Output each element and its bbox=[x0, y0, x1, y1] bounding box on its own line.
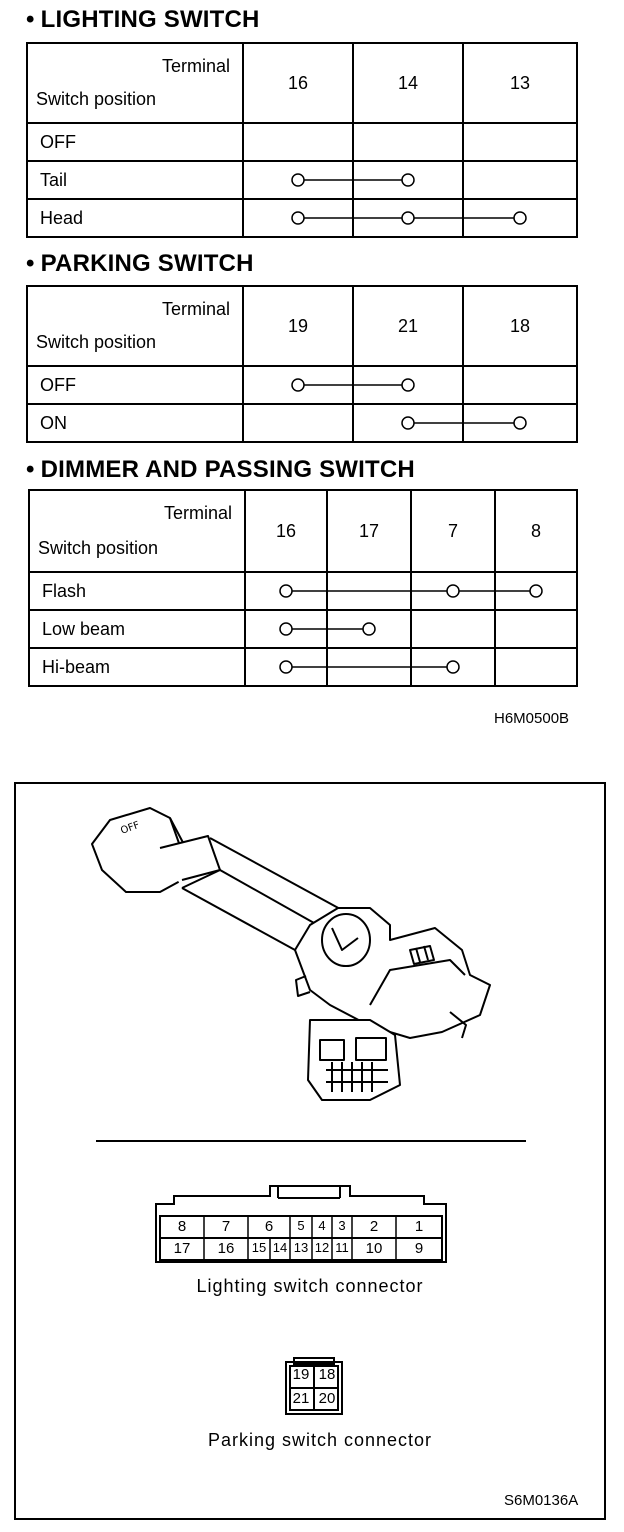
table-row: ON bbox=[26, 403, 578, 443]
connector-pin: 4 bbox=[318, 1218, 326, 1233]
table-row: Flash bbox=[28, 571, 578, 611]
lighting-switch-connector bbox=[155, 1185, 447, 1263]
connector-pin: 10 bbox=[365, 1240, 383, 1257]
table-row: Tail bbox=[26, 160, 578, 200]
lighting-connector-label: Lighting switch connector bbox=[196, 1276, 424, 1296]
dimmer-switch-heading: •DIMMER AND PASSING SWITCH bbox=[26, 456, 415, 483]
lighting-switch-table: Terminal Switch position 16 14 13 OFF Ta… bbox=[26, 42, 578, 238]
terminal-header: 21 bbox=[352, 285, 464, 367]
connector-pin: 1 bbox=[414, 1218, 424, 1235]
connector-pin: 13 bbox=[293, 1240, 309, 1255]
switch-position: OFF bbox=[26, 122, 244, 162]
switch-position: Flash bbox=[28, 571, 246, 611]
table-row: Head bbox=[26, 198, 578, 238]
switch-position: Low beam bbox=[28, 609, 246, 649]
connector-pin: 2 bbox=[369, 1218, 379, 1235]
switch-position: OFF bbox=[26, 365, 244, 405]
parking-switch-heading: •PARKING SWITCH bbox=[26, 250, 254, 277]
connector-pin: 15 bbox=[251, 1240, 267, 1255]
table-header-cell: Terminal Switch position bbox=[28, 489, 246, 573]
switch-position: ON bbox=[26, 403, 244, 443]
switch-position: Head bbox=[26, 198, 244, 238]
terminal-label: Terminal bbox=[163, 503, 232, 523]
switch-position: Hi-beam bbox=[28, 647, 246, 687]
bullet-icon: • bbox=[26, 6, 35, 33]
table-header-cell: Terminal Switch position bbox=[26, 42, 244, 124]
connector-pin: 11 bbox=[335, 1240, 349, 1255]
terminal-header: 7 bbox=[410, 489, 496, 573]
connector-pin: 9 bbox=[414, 1240, 424, 1257]
figure-code: S6M0136A bbox=[504, 1492, 579, 1509]
switch-position-label: Switch position bbox=[36, 332, 157, 352]
connector-pin: 20 bbox=[318, 1390, 336, 1407]
connector-pin: 19 bbox=[292, 1366, 310, 1383]
bullet-icon: • bbox=[26, 456, 35, 483]
combination-switch-illustration: OFF bbox=[91, 807, 491, 1101]
connector-figure-box bbox=[14, 782, 606, 1520]
figure-code: H6M0500B bbox=[494, 710, 570, 727]
connector-pin: 21 bbox=[292, 1390, 310, 1407]
switch-position-label: Switch position bbox=[38, 538, 159, 558]
connector-pin: 17 bbox=[173, 1240, 191, 1257]
terminal-header: 13 bbox=[462, 42, 578, 124]
bullet-icon: • bbox=[26, 250, 35, 277]
connector-pin: 7 bbox=[221, 1218, 231, 1235]
terminal-label: Terminal bbox=[161, 56, 230, 76]
table-row: Hi-beam bbox=[28, 647, 578, 687]
terminal-label: Terminal bbox=[161, 299, 230, 319]
terminal-header: 16 bbox=[242, 42, 354, 124]
switch-position: Tail bbox=[26, 160, 244, 200]
parking-switch-connector bbox=[285, 1357, 343, 1415]
connector-pin: 14 bbox=[272, 1240, 288, 1255]
connector-pin: 3 bbox=[338, 1218, 346, 1233]
table-row: Low beam bbox=[28, 609, 578, 649]
dimmer-switch-table: Terminal Switch position 16 17 7 8 Flash… bbox=[28, 489, 578, 687]
connector-pin: 5 bbox=[297, 1218, 305, 1233]
terminal-header: 19 bbox=[242, 285, 354, 367]
terminal-header: 18 bbox=[462, 285, 578, 367]
connector-pin: 12 bbox=[314, 1240, 330, 1255]
table-row: OFF bbox=[26, 365, 578, 405]
connector-pin: 18 bbox=[318, 1366, 336, 1383]
divider bbox=[96, 1140, 526, 1142]
connector-pin: 16 bbox=[217, 1240, 235, 1257]
terminal-header: 17 bbox=[326, 489, 412, 573]
table-row: OFF bbox=[26, 122, 578, 162]
table-header-cell: Terminal Switch position bbox=[26, 285, 244, 367]
connector-pin: 8 bbox=[177, 1218, 187, 1235]
lighting-switch-heading: •LIGHTING SWITCH bbox=[26, 6, 260, 33]
terminal-header: 16 bbox=[244, 489, 328, 573]
switch-position-label: Switch position bbox=[36, 89, 157, 109]
parking-switch-table: Terminal Switch position 19 21 18 OFF ON bbox=[26, 285, 578, 443]
terminal-header: 14 bbox=[352, 42, 464, 124]
parking-connector-label: Parking switch connector bbox=[207, 1430, 433, 1450]
terminal-header: 8 bbox=[494, 489, 578, 573]
connector-pin: 6 bbox=[264, 1218, 274, 1235]
